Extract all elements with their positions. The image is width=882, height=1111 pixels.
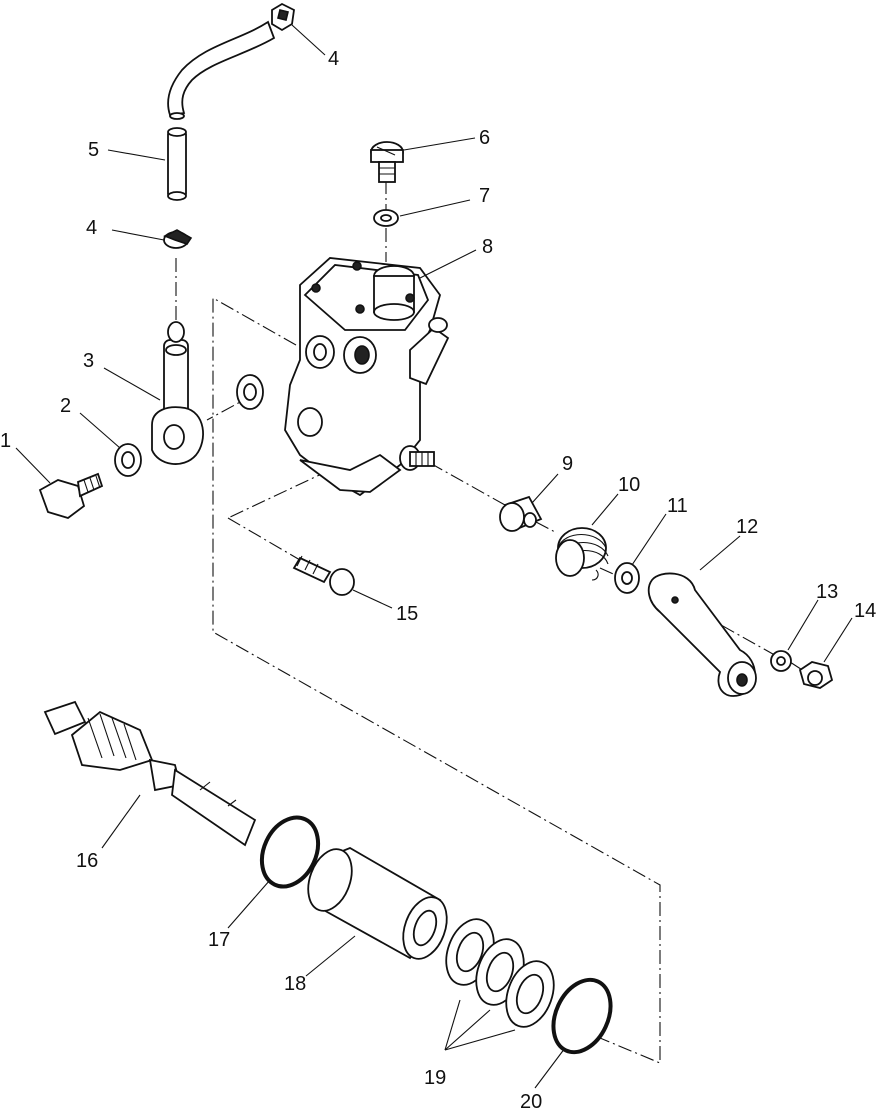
callout-18: 18 (284, 973, 306, 995)
callout-4-upper: 4 (328, 48, 339, 70)
callout-15: 15 (396, 603, 418, 625)
hose-clamp-upper (271, 2, 295, 32)
drive-shaft (43, 700, 257, 847)
callout-16: 16 (76, 850, 98, 872)
callout-8: 8 (482, 236, 493, 258)
callout-11: 11 (667, 495, 688, 517)
oil-pump-body (284, 257, 450, 497)
washer-11 (614, 562, 640, 594)
control-lever (647, 572, 757, 697)
o-ring-17 (259, 815, 321, 889)
callout-13: 13 (816, 581, 838, 603)
callout-10: 10 (618, 474, 640, 496)
o-ring-20 (551, 977, 613, 1055)
shim-washers (445, 918, 555, 1028)
callout-19: 19 (424, 1067, 446, 1089)
hose-section-5 (167, 127, 187, 201)
callout-20: 20 (520, 1091, 542, 1111)
callout-7: 7 (479, 185, 490, 207)
guide-lines (175, 180, 811, 1064)
banjo-bolt (38, 472, 104, 519)
callout-3: 3 (83, 350, 94, 372)
hex-nut (798, 661, 834, 689)
callout-labels: 1 2 3 4 4 5 6 7 8 9 10 11 12 13 14 15 16… (0, 48, 876, 1111)
return-spring (555, 527, 609, 581)
callout-12: 12 (736, 516, 758, 538)
callout-9: 9 (562, 453, 573, 475)
callout-2: 2 (60, 395, 71, 417)
callout-6: 6 (479, 127, 490, 149)
washer-pump-inlet (236, 374, 264, 410)
bleed-screw (370, 141, 404, 183)
washer-7 (373, 209, 399, 227)
vent-hose (167, 20, 276, 120)
collar-9 (499, 495, 543, 532)
hose-clamp-lower (163, 229, 193, 249)
banjo-fitting (151, 321, 204, 465)
callout-4-lower: 4 (86, 217, 97, 239)
callout-1: 1 (0, 430, 11, 452)
callout-5: 5 (88, 139, 99, 161)
sleeve-bushing (307, 847, 448, 960)
mounting-screw (292, 555, 355, 596)
leader-lines (15, 24, 853, 1089)
lock-washer-13 (770, 650, 792, 672)
washer-2 (114, 443, 142, 477)
callout-17: 17 (208, 929, 230, 951)
callout-14: 14 (854, 600, 876, 622)
